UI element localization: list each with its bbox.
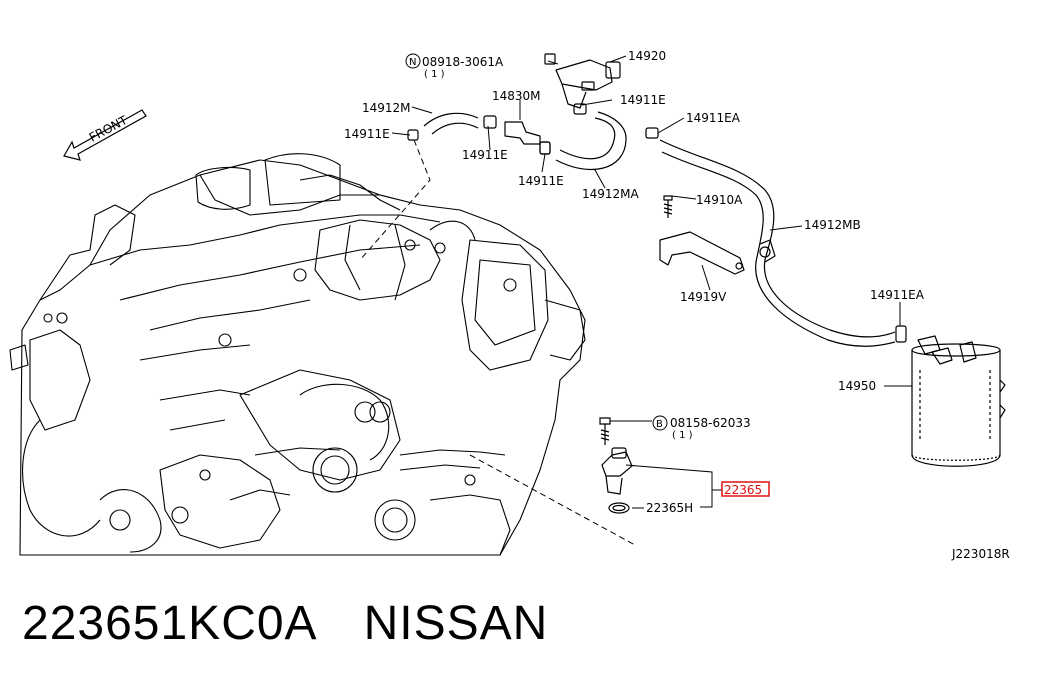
purge-hoses <box>407 53 1006 467</box>
callout-14919v: 14919V <box>680 290 727 304</box>
callout-08158-62033: 08158-62033 <box>670 416 751 430</box>
callout-14912m: 14912M <box>362 101 411 115</box>
engine-assembly <box>9 153 586 556</box>
callout-14911e-left: 14911E <box>344 127 390 141</box>
guide-lines <box>359 139 636 546</box>
callout-14912ma: 14912MA <box>582 187 640 201</box>
callout-14920: 14920 <box>628 49 666 63</box>
callout-22365: 22365 <box>724 483 762 497</box>
callout-14911ea-top: 14911EA <box>686 111 741 125</box>
callout-14911ea-right: 14911EA <box>870 288 925 302</box>
callout-14911e-mid: 14911E <box>462 148 508 162</box>
callout-14911e-top: 14911E <box>620 93 666 107</box>
leader-lines <box>391 55 912 509</box>
callout-08158-qty: ( 1 ) <box>672 430 693 441</box>
brand-name: NISSAN <box>363 597 549 650</box>
highlight-22365: 22365 <box>721 481 770 497</box>
bolt-symbol: B <box>652 415 668 431</box>
part-number: 223651KC0A <box>22 597 318 650</box>
callout-22365h: 22365H <box>646 501 693 515</box>
diagram-ref-code: J223018R <box>951 547 1010 561</box>
callout-08918-qty: ( 1 ) <box>424 69 445 80</box>
front-arrow <box>63 109 147 161</box>
nut-symbol: N <box>405 53 421 69</box>
sensor-22365 <box>599 417 633 514</box>
callout-08918-3061a: 08918-3061A <box>422 55 504 69</box>
callout-14910a: 14910A <box>696 193 743 207</box>
callout-14830m: 14830M <box>492 89 541 103</box>
callout-14911e-low: 14911E <box>518 174 564 188</box>
callout-14950: 14950 <box>838 379 876 393</box>
svg-text:N: N <box>409 57 416 68</box>
part-caption: 223651KC0A NISSAN <box>22 596 594 651</box>
callout-14912mb: 14912MB <box>804 218 861 232</box>
svg-text:B: B <box>656 419 663 430</box>
parts-diagram: FRONT <box>9 49 1010 561</box>
